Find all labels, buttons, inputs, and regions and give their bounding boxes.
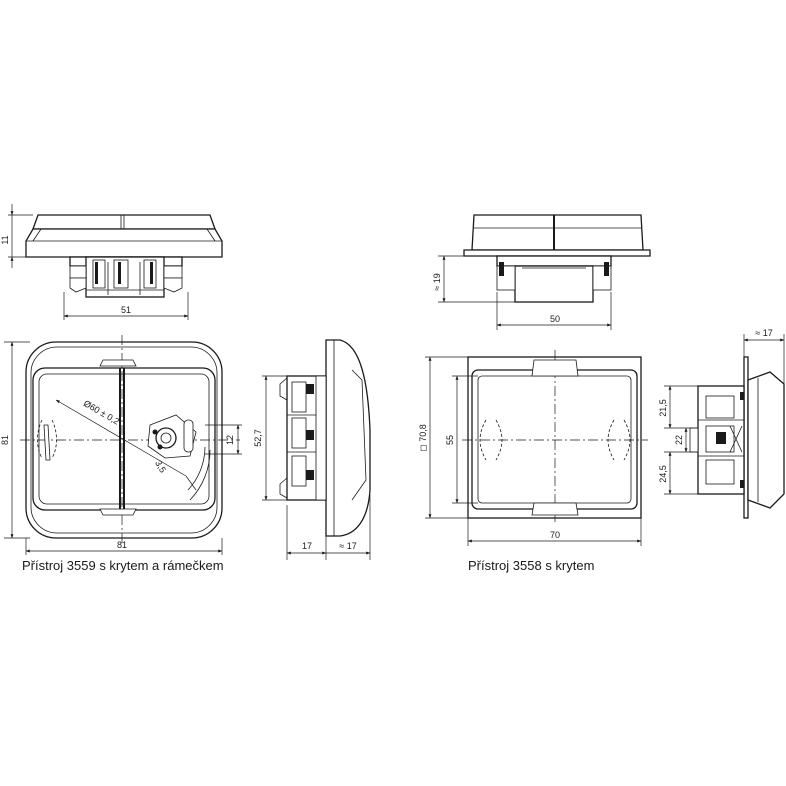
dim-left-top-width: 51	[121, 305, 131, 315]
left-top-mechanism	[69, 256, 183, 298]
dim-right-front-width: 70	[550, 530, 560, 540]
dim-left-side-depth: 17	[302, 541, 312, 551]
dim-right-top-width: 50	[550, 314, 560, 324]
dim-right-side-b: 22	[674, 435, 684, 445]
left-side-mechanism	[279, 375, 327, 501]
dim-right-front-outer: ◻ 70,8	[418, 424, 428, 452]
dim-right-top-height: ≈ 19	[432, 273, 442, 290]
dim-left-side-total: ≈ 17	[339, 541, 356, 551]
dim-left-offset: 12	[225, 435, 235, 445]
caption-left: Přístroj 3559 s krytem a rámečkem	[22, 558, 224, 573]
dim-left-top-height: 11	[0, 235, 10, 244]
dim-left-side-height: 52,7	[253, 429, 263, 447]
caption-right: Přístroj 3558 s krytem	[468, 558, 595, 573]
right-front-view: ◻ 70,8 55 70	[418, 350, 648, 546]
left-center-fitting	[147, 414, 197, 459]
dim-left-front-height: 81	[0, 435, 10, 445]
right-top-view: ≈ 19 50	[432, 214, 651, 330]
dim-left-front-width: 81	[117, 540, 127, 550]
dim-right-side-a: 21,5	[658, 399, 668, 417]
dim-left-diameter: Ø60 ± 0,2	[82, 398, 121, 426]
dim-right-side-c: 24,5	[658, 465, 668, 483]
dim-left-angle: 3,5	[153, 459, 168, 475]
left-front-view: Ø60 ± 0,2 3,5 81 81 12	[0, 335, 242, 555]
right-side-mechanism	[689, 385, 745, 495]
left-side-view: 52,7 17 ≈ 17	[253, 339, 371, 560]
dim-right-side-total: ≈ 17	[755, 328, 772, 338]
right-side-view: 21,5 22 24,5 ≈ 17	[658, 328, 785, 519]
left-top-view: 11 51	[0, 204, 223, 320]
dim-right-front-inner: 55	[445, 435, 455, 445]
